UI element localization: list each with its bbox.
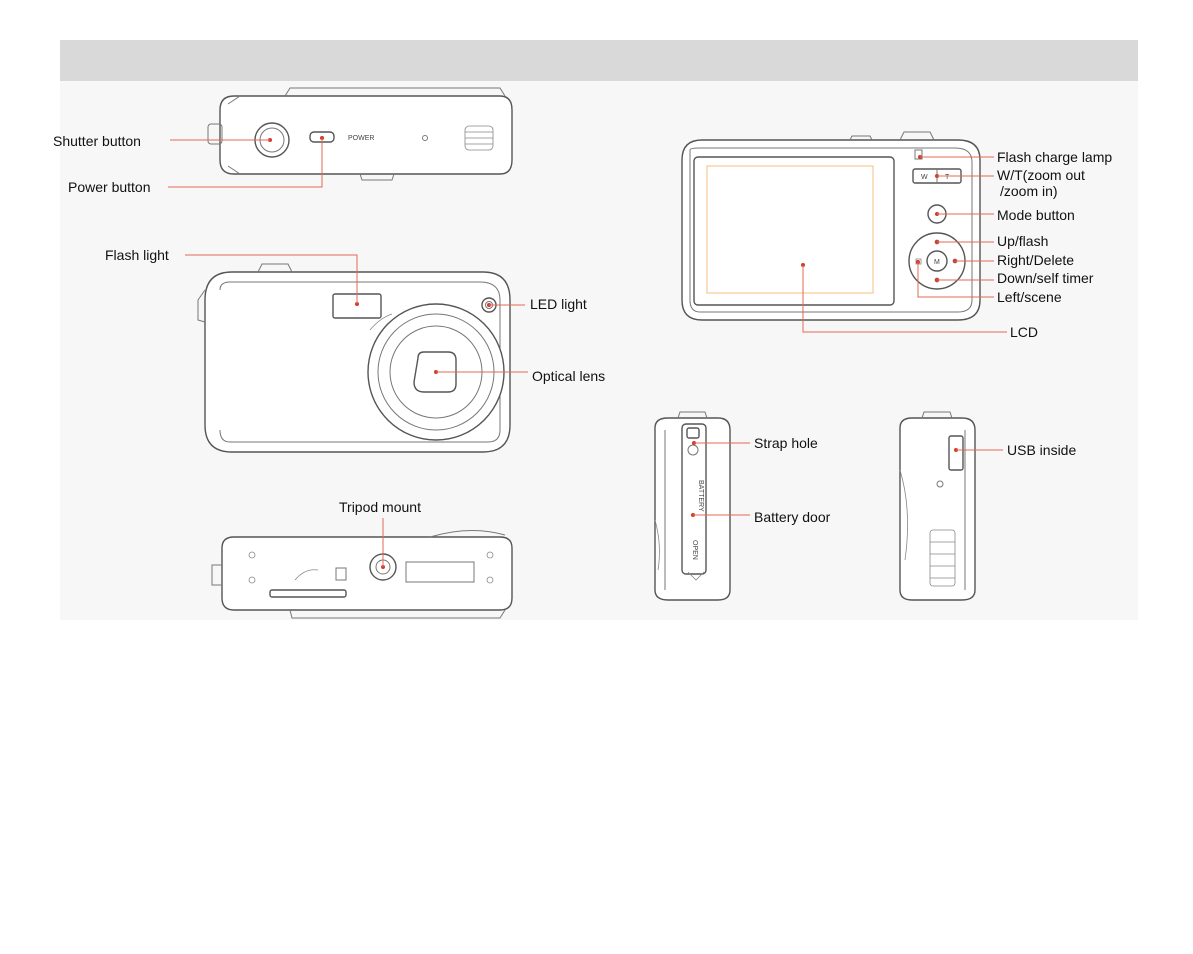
label-mode-button: Mode button — [997, 207, 1075, 223]
leader-line-lcd — [802, 265, 1007, 333]
power-mark: POWER — [348, 135, 374, 142]
speaker-grill-side — [929, 529, 956, 587]
label-lcd: LCD — [1010, 324, 1038, 340]
camera-back-view: W T M — [681, 131, 981, 321]
leader-line-left — [917, 262, 994, 298]
header-bar — [60, 40, 1138, 81]
label-right-delete: Right/Delete — [997, 252, 1074, 268]
camera-left-side-view: BATTERY OPEN — [654, 411, 731, 601]
speaker-grill — [464, 125, 494, 151]
camera-top-view: POWER — [207, 87, 513, 181]
label-left-scene: Left/scene — [997, 289, 1062, 305]
label-strap-hole: Strap hole — [754, 435, 818, 451]
label-battery-door: Battery door — [754, 509, 831, 525]
label-wt-line2: /zoom in) — [1000, 183, 1058, 199]
label-flash-light: Flash light — [105, 247, 169, 263]
leader-line-flash — [185, 254, 358, 304]
menu-mark: M — [934, 259, 940, 266]
label-down-self-timer: Down/self timer — [997, 270, 1094, 286]
label-flash-charge-lamp: Flash charge lamp — [997, 149, 1112, 165]
lcd-frame — [706, 165, 874, 294]
camera-right-side-view — [899, 411, 976, 601]
camera-bottom-view — [211, 529, 513, 619]
label-led-light: LED light — [530, 296, 587, 312]
label-up-flash: Up/flash — [997, 233, 1048, 249]
camera-front-view — [197, 263, 511, 453]
label-usb-inside: USB inside — [1007, 442, 1076, 458]
label-power-button: Power button — [68, 179, 151, 195]
open-mark: OPEN — [691, 540, 698, 560]
leader-line-power — [168, 138, 323, 188]
label-optical-lens: Optical lens — [532, 368, 605, 384]
zoom-t-mark: T — [945, 174, 950, 181]
battery-mark: BATTERY — [697, 480, 704, 512]
label-wt-line1: W/T(zoom out — [997, 167, 1085, 183]
label-tripod-mount: Tripod mount — [339, 499, 421, 515]
zoom-w-mark: W — [921, 174, 928, 181]
label-shutter-button: Shutter button — [53, 133, 141, 149]
